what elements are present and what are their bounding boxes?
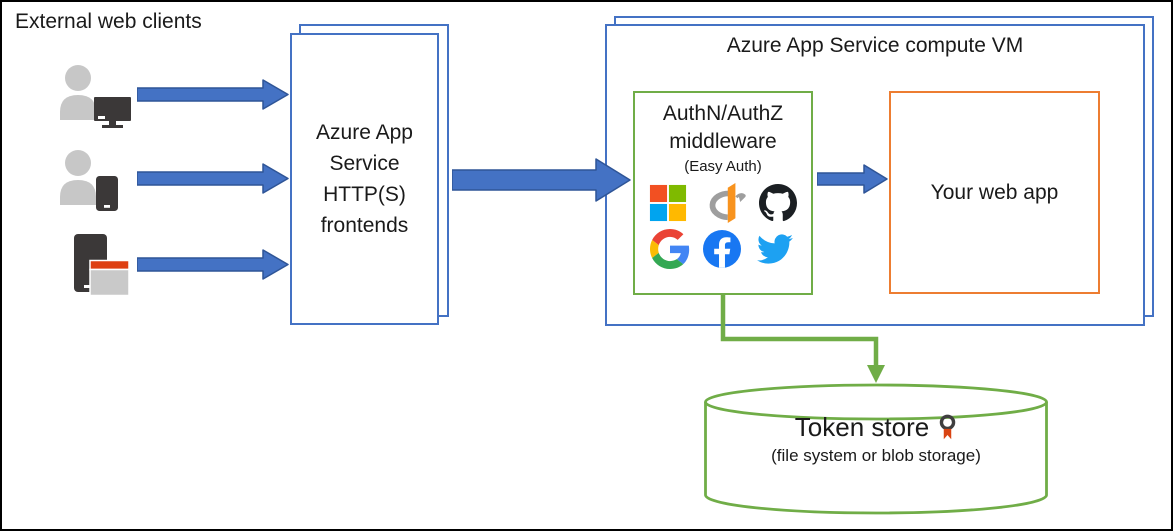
external-clients-label: External web clients — [15, 10, 202, 33]
frontends-label-line: HTTP(S) — [323, 183, 406, 206]
middleware-box: AuthN/AuthZ middleware (Easy Auth) — [633, 91, 813, 295]
token-store-title: Token store — [794, 412, 930, 442]
middleware-to-webapp-arrow — [817, 164, 888, 194]
microsoft-icon — [649, 184, 687, 222]
token-store-text: Token store (file system or blob storage… — [705, 412, 1047, 466]
token-store-subtitle: (file system or blob storage) — [771, 446, 981, 465]
device-app-icon — [74, 234, 130, 297]
github-icon — [759, 184, 797, 222]
client-arrow-1 — [137, 79, 289, 110]
frontends-label-line: frontends — [320, 214, 409, 237]
middleware-title-line2: middleware — [669, 130, 777, 153]
token-medal-icon — [939, 414, 956, 439]
compute-vm-title: Azure App Service compute VM — [726, 34, 1024, 57]
webapp-label: Your web app — [930, 180, 1059, 204]
frontends-box: Azure App Service HTTP(S) frontends — [290, 33, 439, 325]
frontends-label-line: Service — [329, 152, 400, 175]
provider-icons-row-2 — [635, 229, 811, 269]
middleware-subtitle: (Easy Auth) — [684, 158, 762, 175]
frontends-to-vm-arrow — [452, 158, 631, 202]
openid-icon — [709, 182, 746, 224]
frontends-label-line: Azure App — [316, 121, 413, 144]
desktop-user-icon — [60, 65, 131, 128]
facebook-icon — [703, 230, 741, 268]
client-arrow-3 — [137, 249, 289, 280]
middleware-to-tokenstore-connector — [720, 293, 885, 383]
client-arrow-2 — [137, 163, 289, 194]
google-icon — [650, 229, 690, 269]
token-store-cylinder — [704, 383, 1048, 515]
provider-icons-row-1 — [635, 182, 811, 224]
mobile-user-icon — [60, 150, 118, 211]
twitter-icon — [757, 234, 793, 264]
middleware-title-line1: AuthN/AuthZ — [662, 102, 784, 125]
webapp-box: Your web app — [889, 91, 1100, 294]
